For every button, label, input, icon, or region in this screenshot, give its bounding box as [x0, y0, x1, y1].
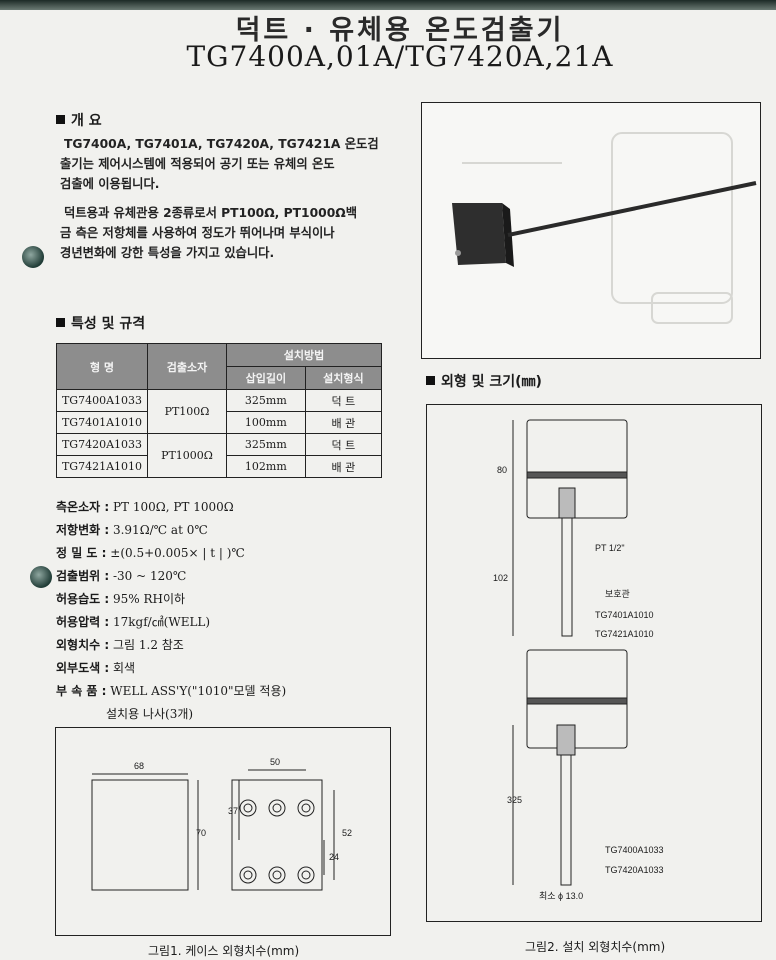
cell-element: PT1000Ω	[147, 433, 227, 478]
spec-item: 외형치수 : 그림 1.2 참조	[56, 638, 184, 652]
dim-70: 70	[196, 828, 207, 838]
title-korean: 덕트 · 유체용 온도검출기	[235, 15, 565, 46]
table-row: TG7400A1033 PT100Ω 325mm 덕 트	[56, 389, 383, 434]
dim-80: 80	[497, 465, 508, 475]
overview-paragraph-1: TG7400A, TG7401A, TG7420A, TG7421A 온도검 출…	[60, 137, 379, 191]
label-model-tg7421: TG7421A1010	[595, 629, 654, 639]
dim-102: 102	[493, 573, 509, 583]
cell-element: PT100Ω	[147, 389, 227, 434]
table-row: TG7420A1033 PT1000Ω 325mm 덕 트	[56, 433, 383, 478]
spec-item-extra: 설치용 나사(3개)	[106, 707, 194, 721]
overview-heading: 개 요	[56, 110, 102, 130]
spec-list: 측온소자 : PT 100Ω, PT 1000Ω 저항변화 : 3.91Ω/℃ …	[56, 496, 286, 726]
spec-item: 부 속 품 : WELL ASS'Y("1010"모델 적용)	[56, 684, 287, 698]
cell-type: 배 관	[304, 455, 383, 478]
cell-length: 325mm	[226, 433, 306, 456]
col-header-model: 형 명	[56, 343, 148, 390]
cell-model: TG7401A1010	[56, 411, 148, 434]
spec-table: 형 명 검출소자 설치방법 삽입길이 설치형식 TG7400A1033 PT10…	[56, 343, 383, 478]
figure-install-dimensions: 80 102 PT 1/2" 보호관 TG7401A1010 TG7421A10…	[426, 404, 762, 922]
cell-model: TG7420A1033	[56, 433, 148, 456]
dim-50: 50	[270, 757, 281, 767]
product-photo	[421, 102, 761, 359]
binder-hole	[30, 566, 52, 588]
spec-item: 외부도색 : 회색	[56, 661, 136, 675]
cell-type: 덕 트	[304, 389, 383, 412]
label-model-tg7400: TG7400A1033	[605, 845, 664, 855]
title-models: TG7400A,01A/TG7420A,21A	[186, 40, 614, 73]
dim-37: 37	[228, 806, 239, 816]
dim-68: 68	[134, 761, 145, 771]
caption-figure-1: 그림1. 케이스 외형치수(mm)	[148, 944, 300, 958]
binder-hole	[22, 246, 44, 268]
cell-type: 배 관	[304, 411, 383, 434]
label-guard-tube: 보호관	[605, 589, 630, 599]
caption-figure-2: 그림2. 설치 외형치수(mm)	[525, 940, 666, 954]
case-drawing	[91, 769, 335, 891]
dim-52: 52	[342, 828, 353, 838]
cell-model: TG7421A1010	[56, 455, 148, 478]
figure-case-dimensions: 68 50 70 37 52 24	[55, 727, 391, 936]
col-header-type: 설치형식	[304, 366, 383, 390]
outline-heading: 외형 및 크기(㎜)	[426, 371, 542, 391]
label-model-tg7401: TG7401A1010	[595, 610, 654, 620]
top-band	[0, 0, 776, 10]
cell-length: 102mm	[226, 455, 306, 478]
spec-item: 저항변화 : 3.91Ω/℃ at 0℃	[56, 523, 208, 537]
cell-length: 100mm	[226, 411, 306, 434]
cell-type: 덕 트	[304, 433, 383, 456]
dim-24: 24	[329, 852, 340, 862]
features-heading: 특성 및 규격	[56, 313, 145, 333]
spec-item: 검출범위 : -30 ~ 120℃	[56, 569, 187, 583]
label-pt-thread: PT 1/2"	[595, 543, 625, 553]
sensor-illustration	[452, 132, 757, 324]
install-drawing	[512, 419, 628, 886]
table-row: TG7421A1010 102mm 배 관	[56, 455, 383, 478]
label-min-diameter: 최소 ϕ 13.0	[539, 891, 584, 901]
dim-325: 325	[507, 795, 523, 805]
spec-item: 정 밀 도 : ±(0.5+0.005× | t | )℃	[56, 546, 245, 560]
table-row: TG7401A1010 100mm 배 관	[56, 411, 383, 434]
col-header-length: 삽입길이	[226, 366, 306, 390]
cell-model: TG7400A1033	[56, 389, 148, 412]
col-header-install: 설치방법	[226, 343, 382, 367]
label-model-tg7420: TG7420A1033	[605, 865, 664, 875]
spec-item: 측온소자 : PT 100Ω, PT 1000Ω	[56, 500, 234, 514]
overview-paragraph-2: 덕트용과 유체관용 2종류로서 PT100Ω, PT1000Ω백 금 측은 저항…	[60, 206, 358, 260]
spec-item: 허용습도 : 95% RH이하	[56, 592, 186, 606]
spec-item: 허용압력 : 17kgf/㎠(WELL)	[56, 615, 211, 629]
cell-length: 325mm	[226, 389, 306, 412]
col-header-element: 검출소자	[147, 343, 227, 390]
